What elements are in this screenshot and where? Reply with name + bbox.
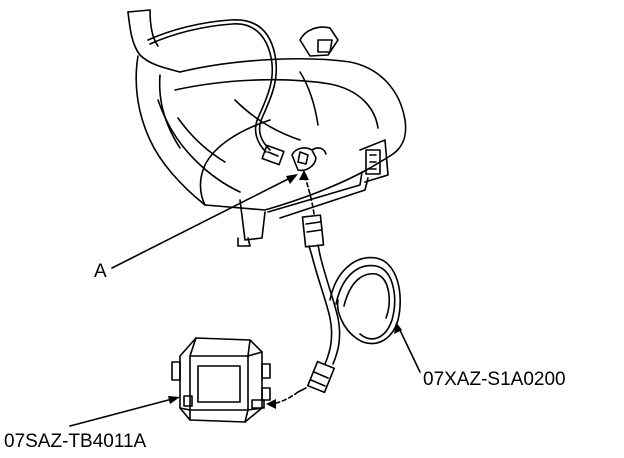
callout-a-label: A: [94, 261, 107, 282]
callout-unit-label: 07SAZ-TB4011A: [4, 431, 147, 452]
arrow-head-left: [266, 399, 276, 409]
seat-wiring: [148, 20, 326, 171]
seat-illustration: [128, 10, 406, 246]
leader-lines: [70, 176, 420, 426]
connector-a: [292, 148, 316, 170]
callout-harness-label: 07XAZ-S1A0200: [423, 369, 566, 390]
adapter-harness: [298, 215, 400, 392]
leader-arrow-a: [286, 174, 298, 184]
arrow-head-up: [299, 170, 309, 180]
control-unit: [172, 338, 270, 422]
leader-arrow-unit: [168, 396, 180, 404]
leader-arrow-harness: [394, 322, 402, 334]
